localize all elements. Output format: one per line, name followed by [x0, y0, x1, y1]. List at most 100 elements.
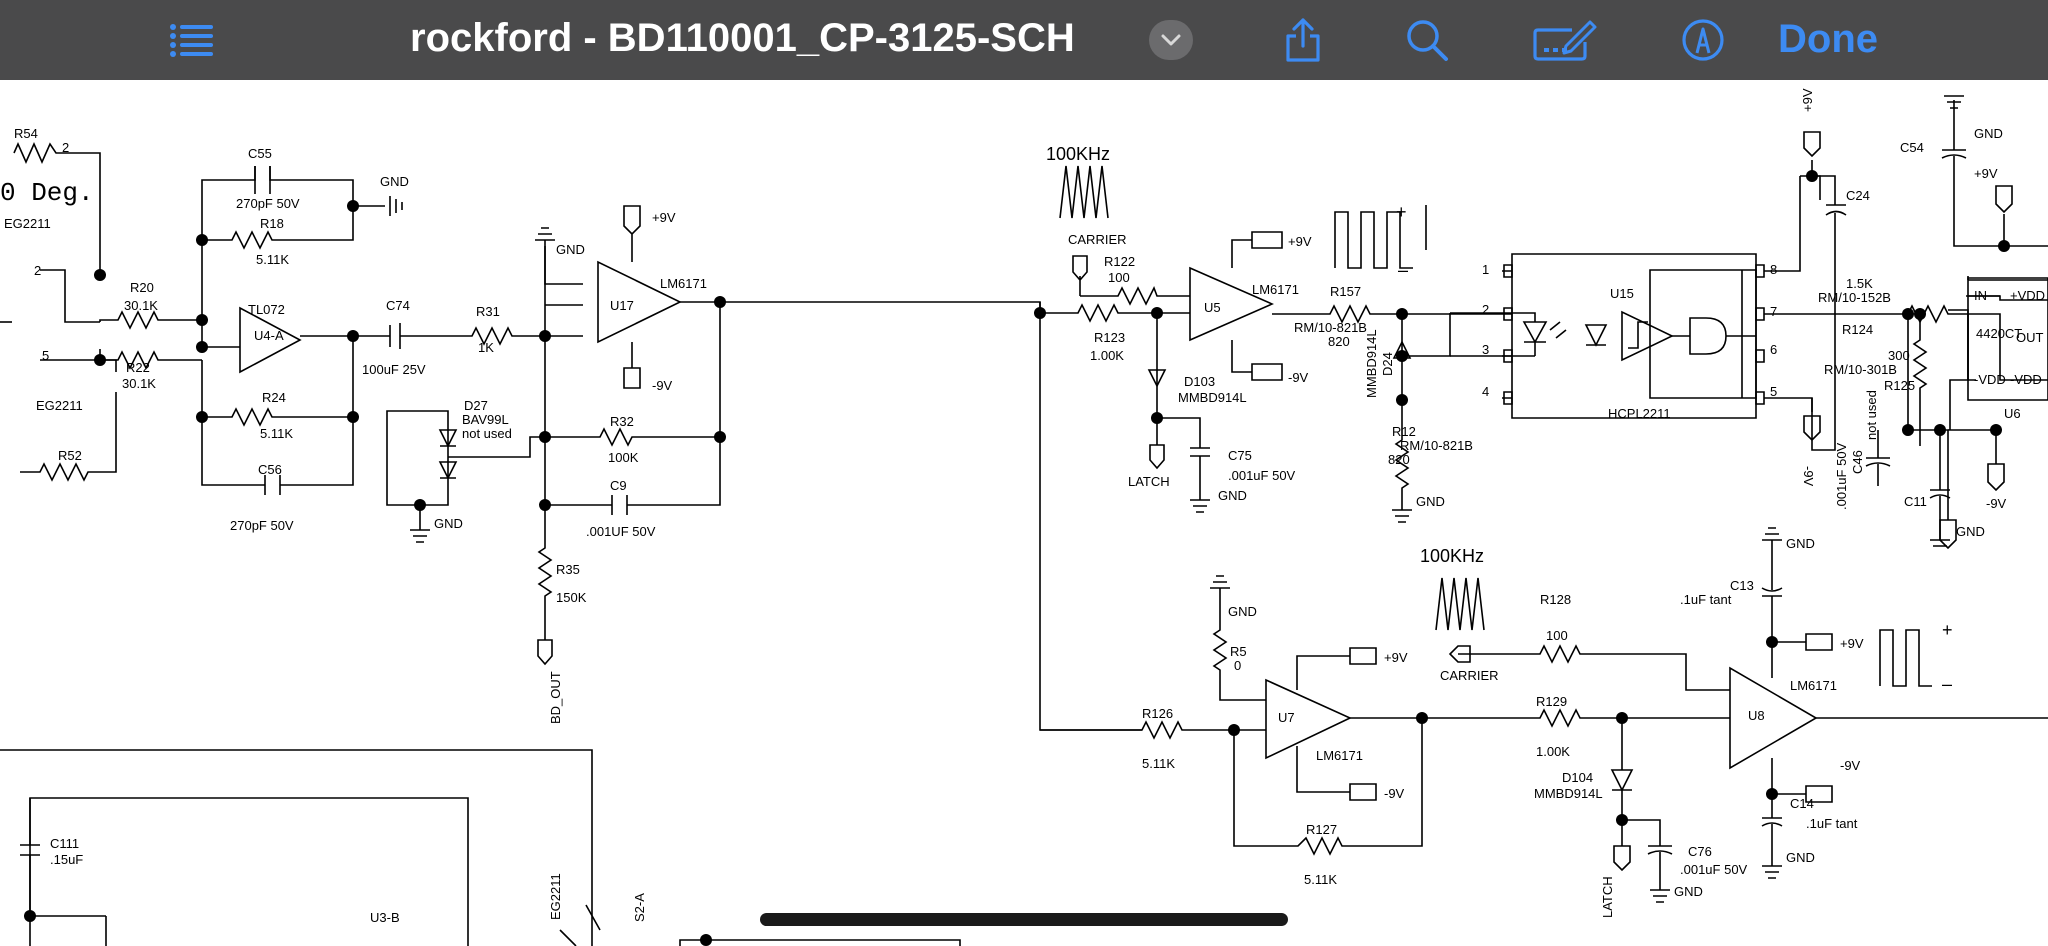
label-u3b: U3-B: [370, 910, 400, 925]
value-r20: 30.1K: [124, 298, 158, 313]
p9v-label-5: +9V: [1840, 636, 1864, 651]
label-c74: C74: [386, 298, 410, 313]
label-c54: C54: [1900, 140, 1924, 155]
gnd-label-8: GND: [1674, 884, 1703, 899]
label-lm3: LM6171: [1316, 748, 1363, 763]
gnd-label-1: GND: [380, 174, 409, 189]
deg-text: 0 Deg.: [0, 178, 94, 208]
label-tl072: TL072: [248, 302, 285, 317]
label-u17: U17: [610, 298, 634, 313]
gnd-label-10: GND: [1786, 850, 1815, 865]
label-d27: D27: [464, 398, 488, 413]
value-c111: .15uF: [50, 852, 83, 867]
label-r122: R122: [1104, 254, 1135, 269]
value-r18: 5.11K: [256, 252, 289, 267]
label-r22: R22: [126, 360, 150, 375]
value-r127: 5.11K: [1304, 872, 1337, 887]
home-indicator: [760, 913, 1288, 926]
markup-icon[interactable]: [1530, 0, 1600, 80]
p9v-label-4: +9V: [1974, 166, 1998, 181]
label-c111: C111: [50, 836, 79, 851]
chevron-down-icon[interactable]: [1149, 20, 1193, 60]
toolbar: rockford - BD110001_CP-3125-SCH Done: [0, 0, 2048, 80]
value-c46: .001uF 50V: [1834, 442, 1849, 510]
m9v-label-3: -9V: [1801, 466, 1816, 487]
label-d104: D104: [1562, 770, 1593, 785]
carrier-label-2: CARRIER: [1440, 668, 1499, 683]
share-icon[interactable]: [1278, 0, 1328, 80]
gnd-label-11: GND: [1228, 604, 1257, 619]
gnd-label-7: GND: [1956, 524, 1985, 539]
gnd-label-6: GND: [1974, 126, 2003, 141]
value-r125: RM/10-301B: [1824, 362, 1897, 377]
plus-sign: +: [1942, 620, 1953, 640]
chip-in-label: IN: [1974, 288, 1987, 303]
label-eg3: EG2211: [548, 873, 563, 920]
m9v-label-2: -9V: [1288, 370, 1309, 385]
label-r52: R52: [58, 448, 82, 463]
label-u5: U5: [1204, 300, 1221, 315]
gnd-label-2: GND: [434, 516, 463, 531]
label-bd-out: BD_OUT: [548, 671, 563, 724]
label-lm2: LM6171: [1252, 282, 1299, 297]
m9v-label-5: -9V: [1840, 758, 1861, 773]
pin-label: 2: [1482, 302, 1489, 317]
label-r128: R128: [1540, 592, 1571, 607]
label-c56: C56: [258, 462, 282, 477]
chip-out-label: OUT: [2016, 330, 2044, 345]
schematic-document[interactable]: R54 2 0 Deg. EG2211 2 5 EG2211 R52 R20 3…: [0, 80, 2048, 946]
value-d27: BAV99L: [462, 412, 509, 427]
gnd-label-4: GND: [1218, 488, 1247, 503]
pin-label: 2: [62, 140, 69, 155]
value-r32: 100K: [608, 450, 639, 465]
chip-4420-label: 4420CT: [1976, 326, 2022, 341]
minus-sign: –: [1398, 260, 1408, 280]
label-r125: R125: [1884, 378, 1915, 393]
chip-mvdd2-label: -VDD: [2010, 372, 2042, 387]
label-u15: U15: [1610, 286, 1634, 301]
value-r122: 100: [1108, 270, 1130, 285]
label-r5: R5: [1230, 644, 1247, 659]
label-r20: R20: [130, 280, 154, 295]
freq-label-2: 100KHz: [1420, 546, 1484, 566]
not-used-2: not used: [1864, 390, 1879, 440]
value-c14: .1uF tant: [1806, 816, 1858, 831]
label-c24: C24: [1846, 188, 1870, 203]
label-c13: C13: [1730, 578, 1754, 593]
pin-label: 5: [42, 348, 49, 363]
label-eg2: EG2211: [36, 398, 83, 413]
m9v-label-6: -9V: [1384, 786, 1405, 801]
search-icon[interactable]: [1402, 0, 1452, 80]
value-c9: .001UF 50V: [586, 524, 656, 539]
label-r31: R31: [476, 304, 500, 319]
p9v-label-3: +9V: [1800, 88, 1815, 112]
list-icon[interactable]: [160, 0, 224, 80]
value-r24: 5.11K: [260, 426, 293, 441]
label-c11: C11: [1904, 494, 1927, 509]
label-r126: R126: [1142, 706, 1173, 721]
value-r123: 1.00K: [1090, 348, 1124, 363]
label-u6: U6: [2004, 406, 2021, 421]
done-button[interactable]: Done: [1778, 17, 1878, 61]
label-lm4: LM6171: [1790, 678, 1837, 693]
pin-label: 1: [1482, 262, 1489, 277]
m9v-label-4: -9V: [1986, 496, 2007, 511]
value-r125-k: 300: [1888, 348, 1910, 363]
value-r124-k: 1.5K: [1846, 276, 1873, 291]
plus-sign: +: [1396, 202, 1407, 222]
label-c75: C75: [1228, 448, 1252, 463]
minus-sign: –: [1942, 674, 1952, 694]
chip-vdd-label: +VDD: [2010, 288, 2045, 303]
value-c74: 100uF 25V: [362, 362, 426, 377]
label-r124: R124: [1842, 322, 1873, 337]
value-c56: 270pF 50V: [230, 518, 294, 533]
gnd-label-5: GND: [1416, 494, 1445, 509]
pin-label: 7: [1770, 304, 1777, 319]
pen-circle-icon[interactable]: [1678, 0, 1728, 80]
schematic-drawing: R54 2 0 Deg. EG2211 2 5 EG2211 R52 R20 3…: [0, 88, 2048, 946]
label-u8: U8: [1748, 708, 1765, 723]
gnd-label-3: GND: [556, 242, 585, 257]
pin-label: 8: [1770, 262, 1777, 277]
label-r12: R12: [1392, 424, 1416, 439]
value-r5: 0: [1234, 658, 1241, 673]
